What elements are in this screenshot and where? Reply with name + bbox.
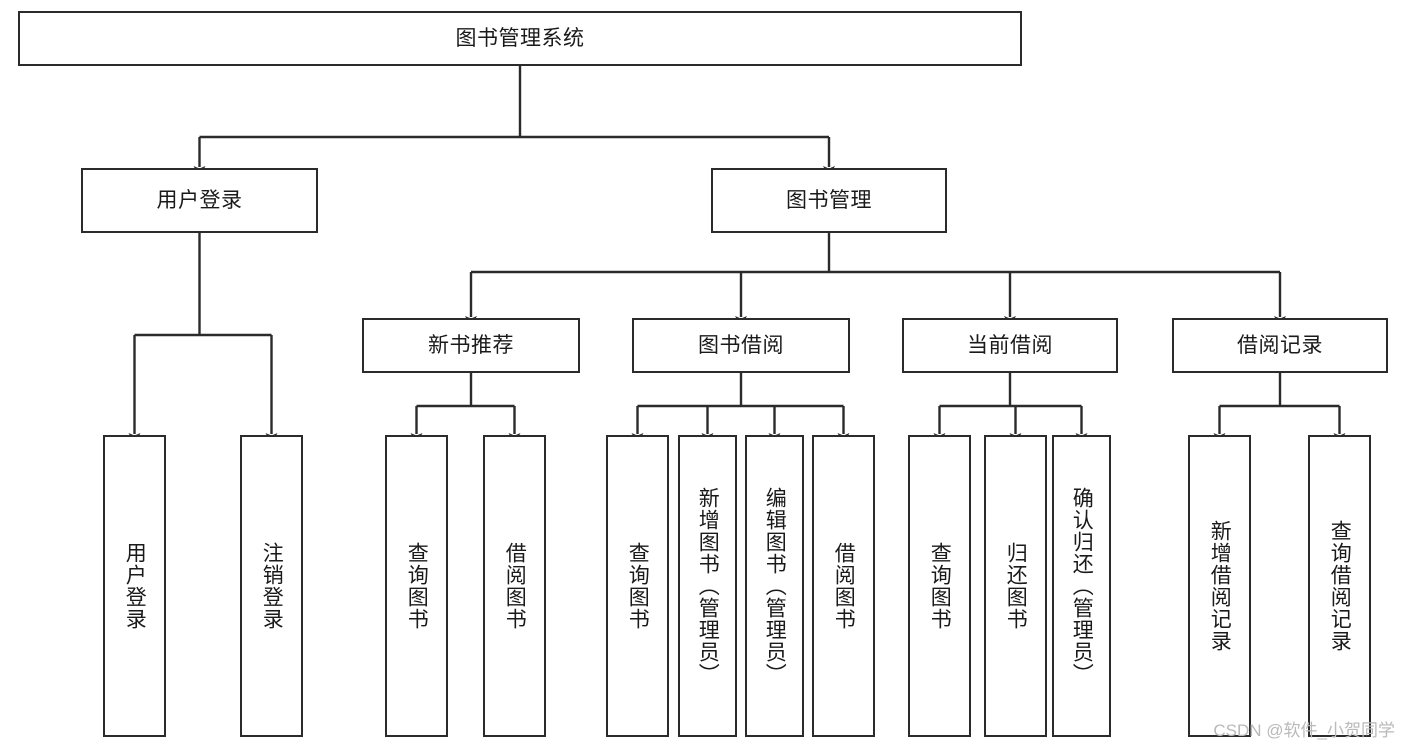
node-label-user-login: 用户登录 [156,188,243,212]
node-add-borrow-record: 新增借阅记录 [1188,435,1251,737]
node-label-book-borrow: 图书借阅 [698,333,784,357]
node-label-return-book: 归还图书 [1004,542,1028,630]
node-return-book: 归还图书 [984,435,1047,737]
node-label-user-login-do: 用户登录 [123,542,147,630]
node-user-logout: 注销登录 [240,435,303,737]
node-book-borrow: 图书借阅 [632,318,850,373]
watermark: CSDN @软件_小贺同学 [1213,721,1395,740]
node-user-login-do: 用户登录 [103,435,166,737]
node-label-user-logout: 注销登录 [260,542,284,630]
node-label-add-book-admin: 新增图书（管理员） [696,487,720,685]
node-new-book-recommend: 新书推荐 [362,318,580,373]
node-query-book-2: 查询图书 [606,435,669,737]
node-label-borrow-book-2: 借阅图书 [832,542,856,630]
node-label-add-borrow-record: 新增借阅记录 [1208,520,1232,652]
node-label-edit-book-admin: 编辑图书（管理员） [763,487,787,685]
node-user-login: 用户登录 [81,168,318,233]
node-label-query-book-2: 查询图书 [626,542,650,630]
connector-group [128,66,1346,444]
node-label-query-book-3: 查询图书 [928,542,952,630]
node-borrow-book-2: 借阅图书 [812,435,875,737]
node-query-borrow-record: 查询借阅记录 [1308,435,1371,737]
node-current-borrow: 当前借阅 [902,318,1118,373]
node-query-book-1: 查询图书 [385,435,448,737]
node-label-query-borrow-record: 查询借阅记录 [1328,520,1352,652]
node-borrow-record: 借阅记录 [1172,318,1388,373]
node-label-borrow-record: 借阅记录 [1237,333,1323,357]
node-confirm-return-admin: 确认归还（管理员） [1052,435,1111,737]
node-label-root: 图书管理系统 [455,26,585,50]
node-add-book-admin: 新增图书（管理员） [678,435,737,737]
node-book-manage: 图书管理 [711,168,947,233]
node-borrow-book-1: 借阅图书 [483,435,546,737]
node-label-confirm-return-admin: 确认归还（管理员） [1070,487,1094,685]
node-label-borrow-book-1: 借阅图书 [503,542,527,630]
node-label-book-manage: 图书管理 [786,188,872,212]
node-label-new-book-recommend: 新书推荐 [428,333,514,357]
node-label-current-borrow: 当前借阅 [967,333,1053,357]
node-edit-book-admin: 编辑图书（管理员） [745,435,804,737]
node-root: 图书管理系统 [18,11,1022,66]
node-query-book-3: 查询图书 [908,435,971,737]
node-label-query-book-1: 查询图书 [405,542,429,630]
